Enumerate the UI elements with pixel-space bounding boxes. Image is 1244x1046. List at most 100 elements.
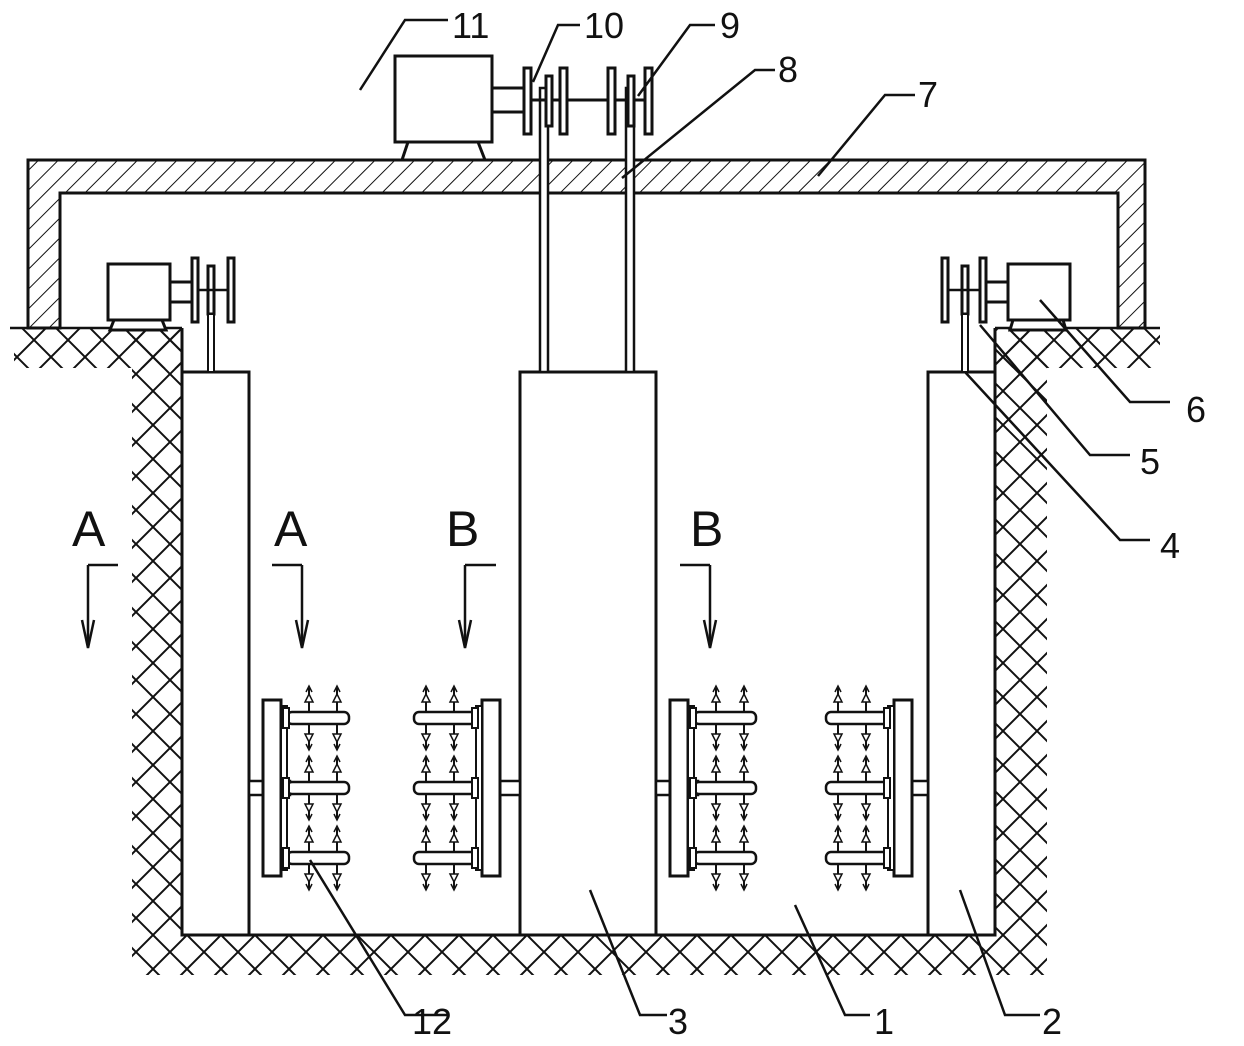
spray-jet (333, 684, 341, 693)
spray-jet (740, 883, 748, 892)
spray-jet (862, 813, 870, 822)
spray-droplet (331, 803, 343, 814)
spray-arm-cap (282, 777, 290, 799)
frame-7 (26, 158, 1147, 330)
label-5: 5 (1140, 441, 1160, 482)
motor-11 (393, 54, 529, 162)
spray-droplet (448, 733, 460, 744)
section-a-inner: A (274, 501, 308, 557)
spray-arm-cap (883, 847, 891, 869)
section-b-right: B (690, 501, 723, 557)
spray-jet (305, 754, 313, 763)
spray-arm (285, 780, 351, 796)
spray-droplet (331, 692, 343, 703)
rods-8 (538, 86, 636, 374)
spray-droplet (860, 803, 872, 814)
sprayer-plate (892, 698, 914, 878)
spray-arm (824, 850, 890, 866)
spray-jet (422, 824, 430, 833)
spray-jet (450, 824, 458, 833)
spray-jet (450, 684, 458, 693)
sprayer-plate (480, 698, 502, 878)
spray-droplet (710, 733, 722, 744)
spray-droplet (448, 832, 460, 843)
spray-arm (824, 780, 890, 796)
spray-jet (740, 754, 748, 763)
spray-droplet (420, 803, 432, 814)
right-column-2 (926, 370, 997, 937)
spray-arm-cap (471, 847, 479, 869)
spray-droplet (303, 832, 315, 843)
spray-droplet (832, 762, 844, 773)
spray-jet (712, 883, 720, 892)
spray-arm-cap (883, 777, 891, 799)
center-column-3 (518, 370, 658, 937)
gears-9-10 (522, 66, 654, 136)
left-motor (106, 256, 236, 373)
spray-jet (333, 824, 341, 833)
spray-jet (712, 754, 720, 763)
spray-jet (422, 684, 430, 693)
spray-jet (712, 684, 720, 693)
spray-droplet (710, 803, 722, 814)
spray-droplet (420, 832, 432, 843)
spray-jet (740, 813, 748, 822)
spray-arm-cap (471, 707, 479, 729)
spray-jet (422, 754, 430, 763)
spray-arm (412, 850, 478, 866)
spray-arm-cap (282, 707, 290, 729)
spray-arm-cap (689, 777, 697, 799)
section-b-left: B (446, 501, 479, 557)
spray-droplet (860, 733, 872, 744)
spray-droplet (303, 803, 315, 814)
spray-droplet (448, 692, 460, 703)
spray-droplet (420, 733, 432, 744)
spray-droplet (710, 762, 722, 773)
spray-droplet (420, 692, 432, 703)
spray-jet (305, 684, 313, 693)
spray-droplet (303, 733, 315, 744)
section-arrows (80, 563, 718, 649)
spray-droplet (738, 803, 750, 814)
spray-droplet (860, 692, 872, 703)
spray-droplet (738, 873, 750, 884)
spray-droplet (710, 692, 722, 703)
spray-droplet (832, 803, 844, 814)
spray-droplet (738, 762, 750, 773)
soil (10, 326, 1160, 975)
spray-jet (834, 813, 842, 822)
label-9: 9 (720, 5, 740, 46)
label-11: 11 (452, 5, 489, 46)
sprayer-plate (261, 698, 283, 878)
spray-droplet (331, 873, 343, 884)
spray-droplet (738, 692, 750, 703)
spray-jet (740, 743, 748, 752)
label-2: 2 (1042, 1001, 1062, 1042)
spray-droplet (331, 733, 343, 744)
spray-droplet (738, 832, 750, 843)
spray-jet (450, 754, 458, 763)
label-1: 1 (874, 1001, 894, 1042)
spray-jet (305, 824, 313, 833)
spray-jet (712, 813, 720, 822)
spray-arm (285, 710, 351, 726)
spray-arm-cap (883, 707, 891, 729)
spray-arm (824, 710, 890, 726)
spray-jet (862, 684, 870, 693)
spray-jet (712, 824, 720, 833)
spray-jet (333, 743, 341, 752)
spray-jet (740, 824, 748, 833)
spray-droplet (710, 832, 722, 843)
spray-jet (862, 824, 870, 833)
spray-arm-cap (282, 847, 290, 869)
leader-lines (308, 18, 1170, 1017)
spray-arm-cap (471, 777, 479, 799)
spray-arm-cap (689, 707, 697, 729)
spray-jet (333, 813, 341, 822)
spray-droplet (832, 692, 844, 703)
spray-jet (712, 743, 720, 752)
spray-jet (333, 883, 341, 892)
spray-droplet (303, 692, 315, 703)
spray-jet (834, 743, 842, 752)
